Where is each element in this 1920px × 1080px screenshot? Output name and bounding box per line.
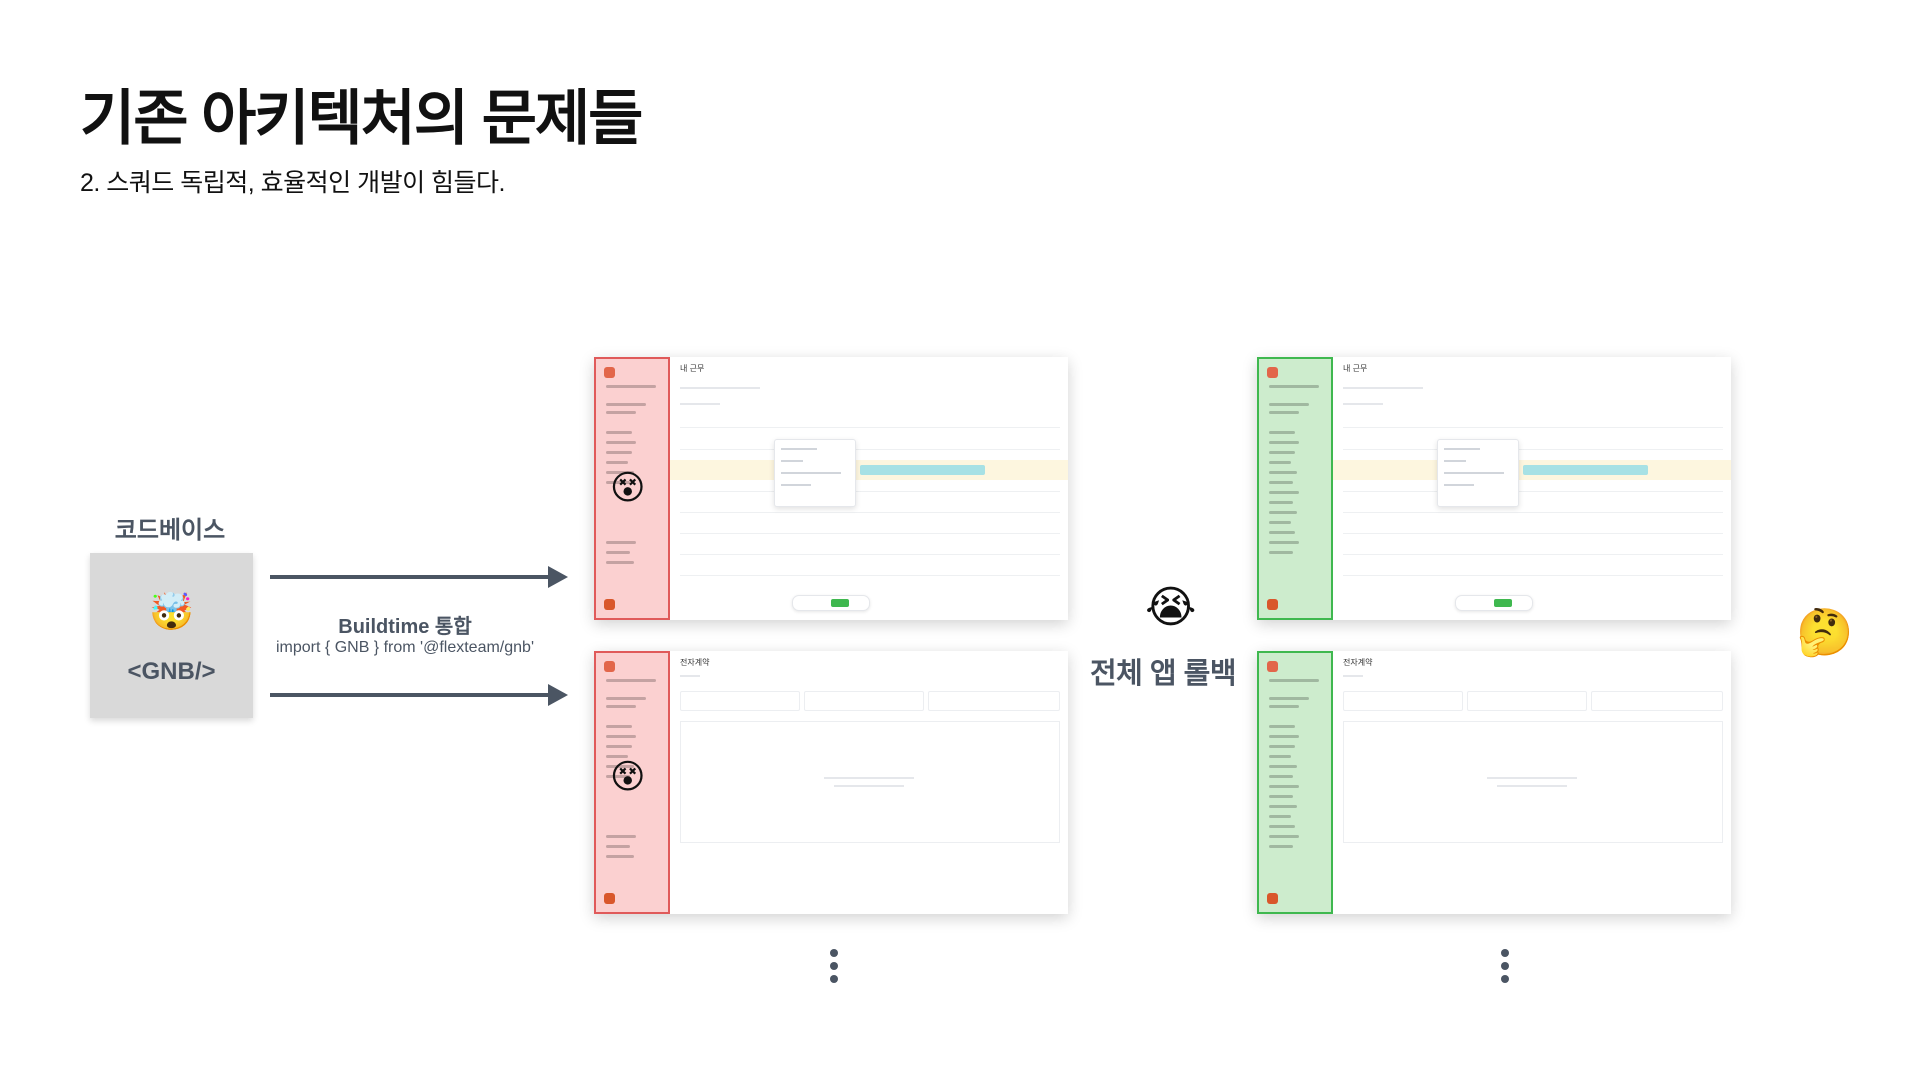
gnb-sidebar-ok	[1257, 357, 1333, 620]
rollback-label: 전체 앱 롤백	[1090, 658, 1237, 690]
more-dot	[1501, 949, 1509, 957]
gnb-sidebar-ok-2	[1257, 651, 1333, 914]
arrow-to-bottom-app	[270, 684, 568, 706]
slide-title: 기존 아키텍처의 문제들	[80, 85, 643, 152]
mind-blown-icon: 🤯	[149, 591, 194, 632]
screen-title-4: 전자계약	[1343, 658, 1373, 667]
more-dot	[830, 949, 838, 957]
app-screenshot-contract-ok: 전자계약	[1257, 651, 1731, 914]
screen-title-3: 내 근무	[1343, 364, 1368, 373]
crying-face-icon: 😭	[1145, 583, 1197, 632]
gnb-component-label: <GNB/>	[127, 658, 216, 685]
more-dot	[830, 975, 838, 983]
buildtime-label: Buildtime 통합	[338, 616, 472, 638]
codebase-box: 🤯 <GNB/>	[90, 553, 253, 718]
screen-title: 내 근무	[680, 364, 705, 373]
more-dot	[1501, 962, 1509, 970]
arrow-to-top-app	[270, 566, 568, 588]
slide-subtitle: 2. 스쿼드 독립적, 효율적인 개발이 힘들다.	[80, 169, 505, 197]
more-dot	[830, 962, 838, 970]
app-screenshot-work-ok: 내 근무	[1257, 357, 1731, 620]
app-screenshot-work-broken: 내 근무	[594, 357, 1068, 620]
screen-title-2: 전자계약	[680, 658, 710, 667]
app-screenshot-contract-broken: 전자계약	[594, 651, 1068, 914]
dizzy-face-icon-top: 😵	[610, 469, 646, 507]
thinking-face-icon: 🤔	[1796, 606, 1854, 658]
codebase-label: 코드베이스	[114, 517, 226, 544]
dizzy-face-icon-bottom: 😵	[610, 758, 646, 796]
import-statement: import { GNB } from '@flexteam/gnb'	[276, 639, 534, 656]
gnb-sidebar-broken-2	[594, 651, 670, 914]
gnb-sidebar-broken	[594, 357, 670, 620]
more-dot	[1501, 975, 1509, 983]
